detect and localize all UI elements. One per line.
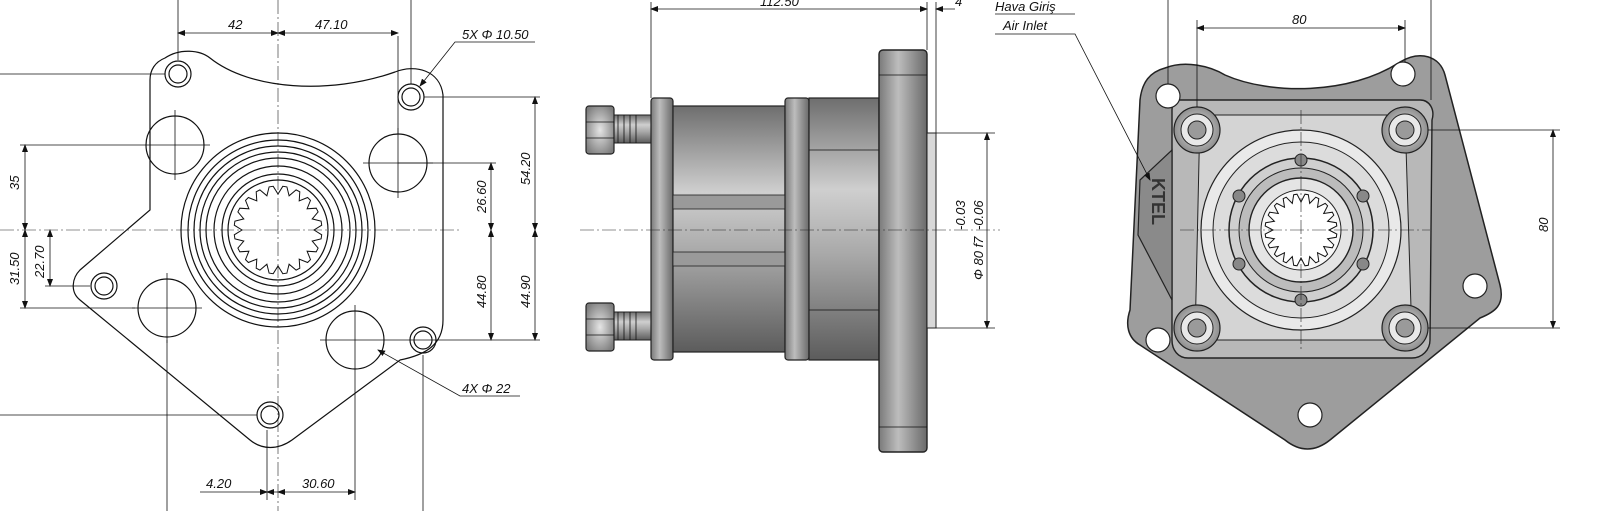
- side-dim-lip: 4: [955, 0, 962, 9]
- iso-view: KTEL 80 80 Hava Giriş Air Inlet: [995, 0, 1560, 450]
- side-dim-tol-upper: -0.03: [953, 200, 968, 230]
- front-plate-outline: [72, 50, 444, 449]
- side-dimension-lines: [650, 2, 995, 329]
- front-dim-47-10: 47.10: [315, 17, 348, 32]
- iso-logo: KTEL: [1148, 178, 1168, 225]
- front-holes-5x-note: 5X Φ 10.50: [462, 27, 529, 42]
- side-mount-flange: [878, 49, 937, 453]
- front-small-holes: [90, 60, 437, 429]
- side-bolt-top: [585, 105, 657, 155]
- side-bolt-bottom: [585, 302, 657, 352]
- front-extension-lines: [0, 0, 540, 511]
- front-dim-42: 42: [228, 17, 243, 32]
- side-dim-fit: Φ 80 f7: [971, 236, 986, 280]
- front-dim-22-70: 22.70: [32, 245, 47, 279]
- front-dim-30-60: 30.60: [302, 476, 335, 491]
- iso-dimension-lines: [995, 0, 1560, 329]
- front-spline: [233, 185, 323, 275]
- iso-air-inlet: KTEL: [1137, 148, 1173, 301]
- iso-dim-width: 80: [1292, 12, 1307, 27]
- front-dim-44-90: 44.90: [518, 275, 533, 308]
- front-dimension-lines: [22, 30, 538, 495]
- iso-dim-height: 80: [1536, 217, 1551, 232]
- iso-inlet-label-tr: Hava Giriş: [995, 0, 1056, 14]
- front-dim-4-20: 4.20: [206, 476, 232, 491]
- front-hub: [180, 132, 376, 328]
- front-large-holes: [132, 110, 433, 375]
- front-dim-54-20: 54.20: [518, 152, 533, 185]
- iso-plate-holes: [1145, 61, 1488, 428]
- front-dim-31-50: 31.50: [7, 252, 22, 285]
- iso-corner-nuts: [1173, 106, 1429, 352]
- side-cylinder-body: [650, 97, 880, 361]
- iso-inlet-label-en: Air Inlet: [1002, 18, 1048, 33]
- side-view: 112.50 4 Φ 80 f7 -0.03 -0.06: [580, 0, 1000, 453]
- spline-teeth: [233, 185, 323, 275]
- front-view: 42 47.10 5X Φ 10.50 35 31.50 22.70 26.60…: [0, 0, 540, 511]
- front-dim-44-80: 44.80: [474, 275, 489, 308]
- side-dim-tol-lower: -0.06: [971, 200, 986, 230]
- side-dim-length: 112.50: [760, 0, 800, 9]
- front-dim-26-60: 26.60: [474, 180, 489, 214]
- front-holes-4x-note: 4X Φ 22: [462, 381, 511, 396]
- front-dim-35: 35: [7, 175, 22, 190]
